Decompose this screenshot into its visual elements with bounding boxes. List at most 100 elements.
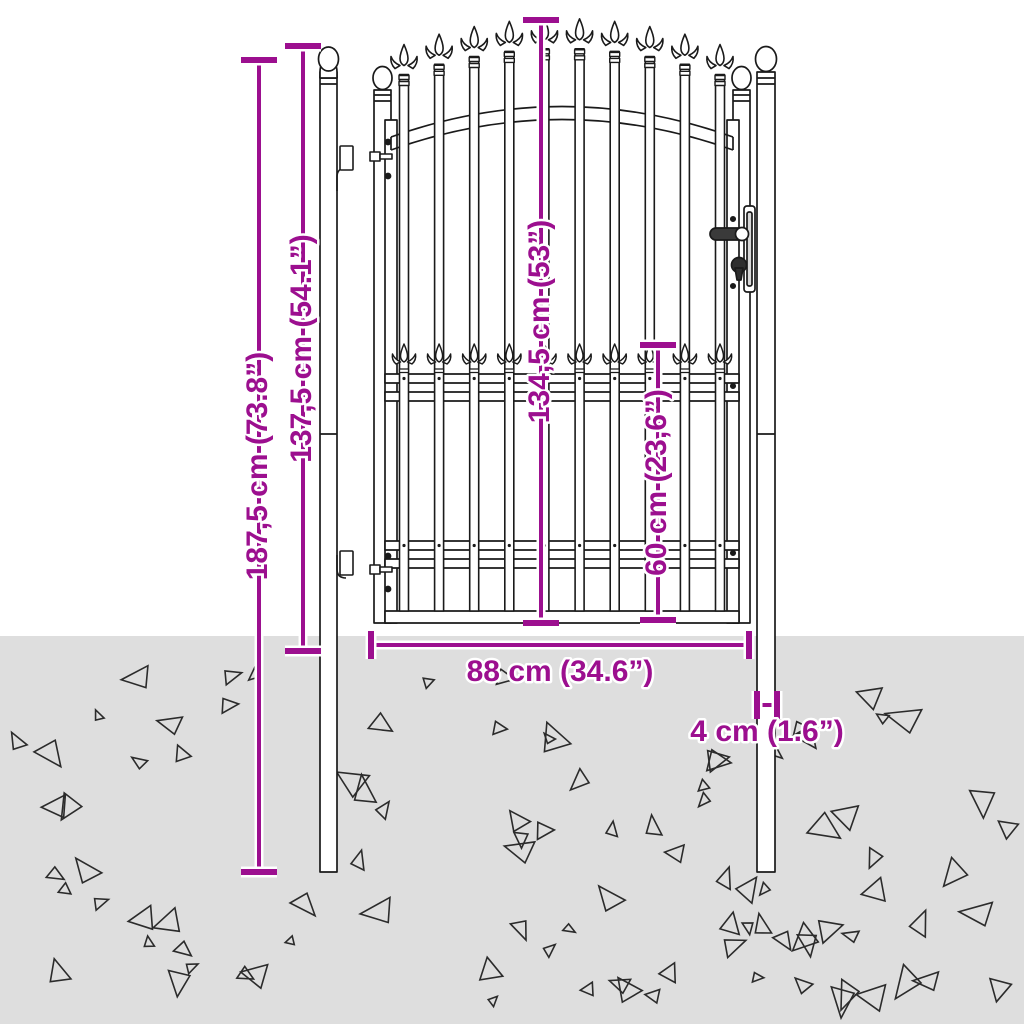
- gravel-stone: [706, 749, 732, 774]
- gravel-stone: [607, 978, 633, 995]
- gravel-stone: [374, 799, 391, 821]
- gravel-stone: [723, 939, 748, 960]
- gravel-stone: [94, 707, 106, 722]
- gravel-stone: [349, 848, 365, 872]
- picket: [390, 43, 418, 612]
- gravel-stone: [185, 963, 200, 976]
- picket: [600, 20, 629, 612]
- gravel-stone: [740, 922, 754, 937]
- gravel-stone: [130, 756, 150, 771]
- mid-finial: [496, 343, 522, 374]
- gravel-stone: [60, 791, 84, 822]
- gravel-stone: [175, 743, 193, 763]
- gravel-stone: [868, 846, 884, 870]
- gravel-stone: [238, 963, 269, 990]
- gate-line-art: [317, 18, 778, 873]
- gravel-stone: [883, 708, 924, 735]
- gravel-stone: [805, 811, 842, 840]
- gravel-stone: [235, 965, 256, 980]
- lower-hinge: [336, 550, 393, 593]
- picket: [706, 43, 734, 612]
- gravel-stone: [643, 988, 661, 1005]
- gravel-stone: [283, 934, 296, 946]
- mid-finial: [567, 343, 592, 374]
- latch-catches: [729, 382, 737, 557]
- gravel-stone: [795, 934, 818, 959]
- gravel-stone: [486, 995, 499, 1009]
- gravel-stone: [697, 790, 712, 809]
- gravel-stone: [478, 955, 505, 981]
- dimension-label: 4 cm (1.6”): [690, 715, 843, 748]
- gravel-stone: [508, 809, 533, 833]
- picket: [565, 18, 594, 612]
- gravel-stone: [771, 930, 792, 952]
- gravel-stone: [645, 812, 664, 836]
- gravel-stone: [143, 934, 156, 948]
- dimension-label: 137,5 cm (54.1”): [285, 234, 318, 462]
- gravel-stone: [597, 884, 627, 913]
- gravel-stone: [830, 985, 856, 1021]
- gravel-stone: [697, 777, 712, 793]
- dimension-post-width: 4 cm (1.6”): [688, 691, 846, 751]
- gravel-stone: [854, 687, 884, 711]
- picket: [495, 20, 524, 612]
- gravel-stone: [335, 771, 371, 799]
- upper-hinge: [336, 138, 393, 191]
- dimension-label: 187,5 cm (73.8”): [241, 352, 274, 580]
- gravel-stone: [93, 897, 111, 912]
- gravel-stone: [171, 939, 193, 958]
- gravel-stone: [859, 875, 887, 903]
- picket: [425, 33, 454, 612]
- gravel-stone: [988, 977, 1013, 1004]
- right-standalone-post: [754, 45, 778, 873]
- gravel-stone: [968, 789, 996, 821]
- gravel-stone: [126, 903, 154, 931]
- gravel-stone: [792, 720, 815, 737]
- gravel-stone: [44, 865, 66, 881]
- gravel-stone: [875, 713, 891, 726]
- gravel-stone: [543, 720, 573, 753]
- gravel-stone: [840, 930, 861, 944]
- gravel-stone: [422, 677, 436, 691]
- gravel-stone: [56, 881, 73, 895]
- gravel-stone: [151, 906, 181, 933]
- gravel-stone: [956, 901, 994, 927]
- gravel-stone: [894, 962, 923, 1001]
- dimension-gate-width: 88 cm (34.6”): [365, 631, 755, 691]
- gravel-stone: [224, 670, 244, 687]
- dimension-label: 60 cm (23,6”): [640, 389, 673, 576]
- picket: [635, 25, 664, 612]
- gravel-stone: [10, 730, 29, 751]
- gravel-stone: [119, 664, 149, 689]
- dimension-post-above-ground-height: 137,5 cm (54.1”): [282, 40, 321, 657]
- gravel-stone: [49, 956, 73, 983]
- gravel-stone: [167, 969, 192, 999]
- gravel-stone: [353, 772, 378, 804]
- dimension-overall-height: 187,5 cm (73.8”): [238, 54, 277, 878]
- picket: [460, 25, 489, 612]
- gravel-stone: [495, 667, 517, 686]
- gravel-stone: [32, 738, 62, 769]
- dimension-label: 134,5 cm (53”): [523, 220, 556, 423]
- key-cylinder: [730, 256, 748, 281]
- dimension-label: 88 cm (34.6”): [467, 655, 654, 688]
- gravel-stone: [561, 922, 578, 934]
- gravel-stone: [578, 980, 594, 997]
- gravel-stone: [536, 820, 557, 841]
- gravel-stone: [829, 804, 860, 832]
- gravel-stone: [754, 911, 773, 934]
- gravel-stone: [715, 865, 732, 891]
- gravel-stone: [358, 895, 391, 924]
- gravel-stone: [39, 793, 67, 819]
- mid-finial: [707, 343, 733, 374]
- gravel-stone: [366, 711, 394, 733]
- gravel-stone: [221, 697, 241, 715]
- mid-finial: [391, 343, 417, 374]
- gravel-stone: [758, 880, 772, 897]
- lever-handle: [709, 226, 750, 242]
- lock-assembly: [709, 205, 756, 293]
- gravel-stone: [512, 831, 530, 851]
- gravel-stone: [910, 970, 940, 992]
